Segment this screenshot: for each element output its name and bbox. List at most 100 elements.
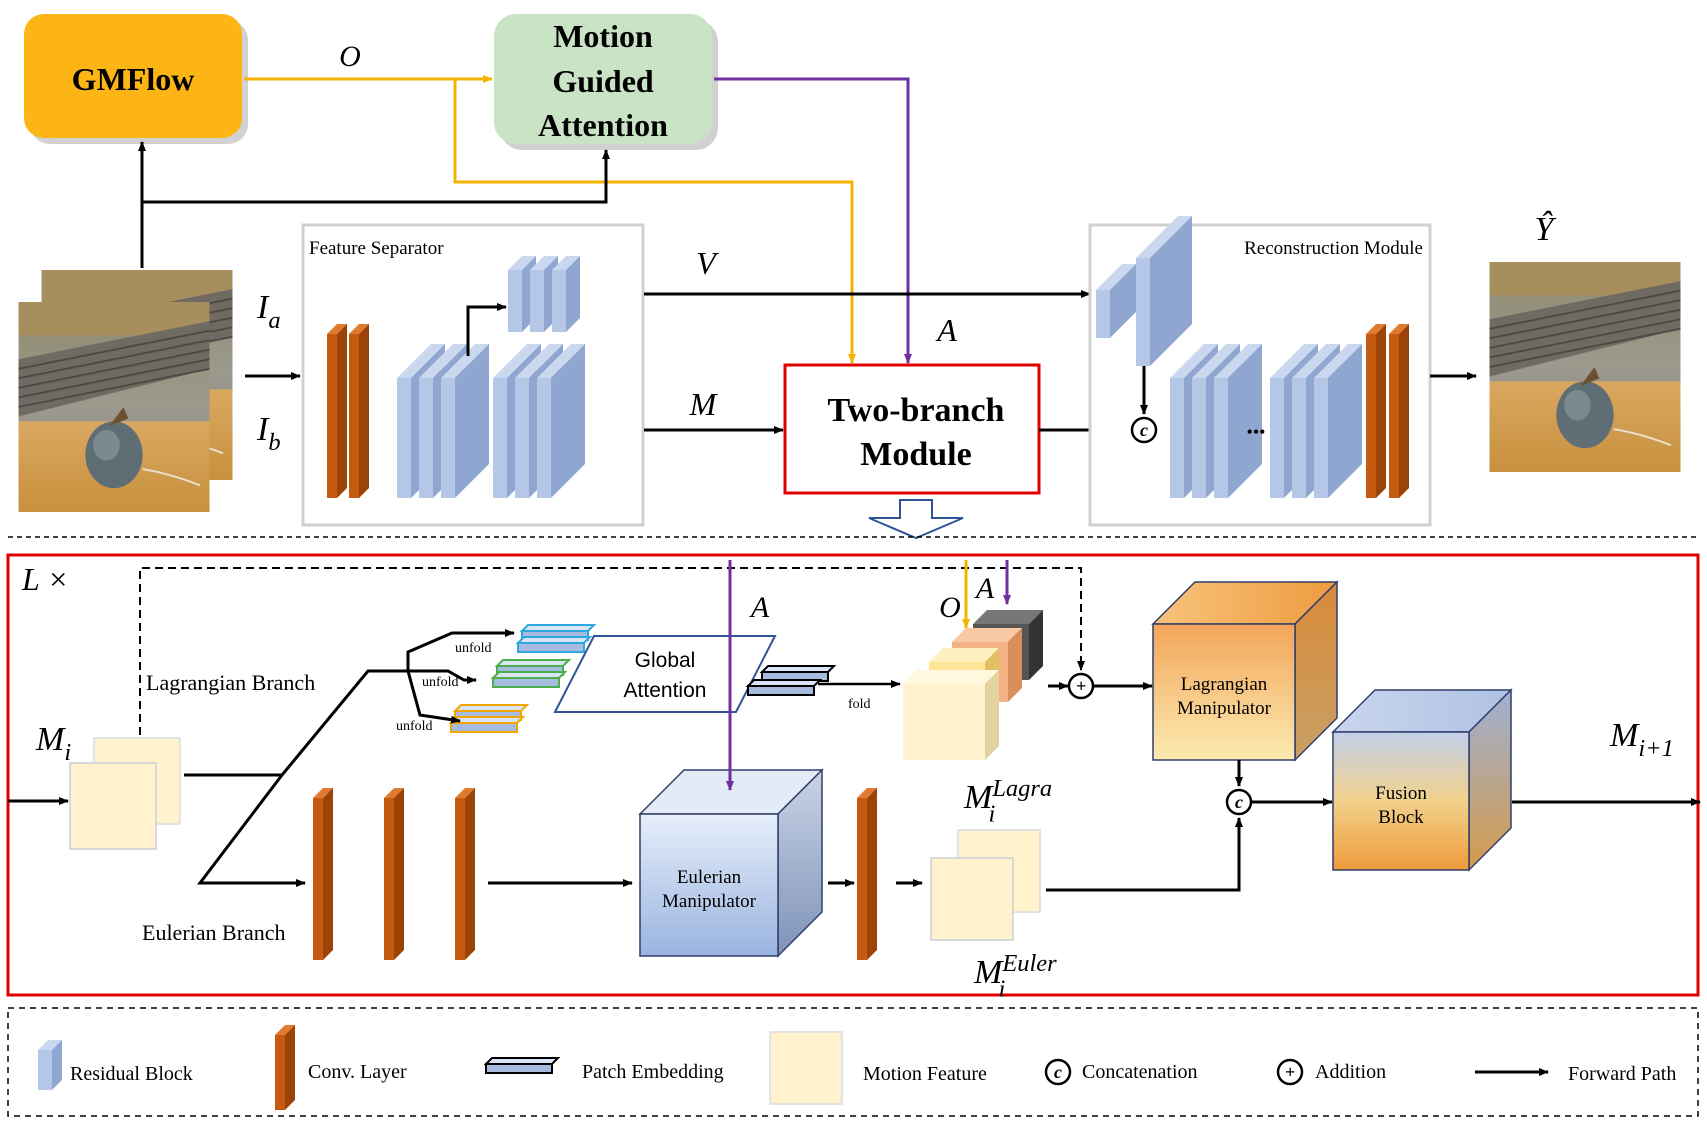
arrow-input-to-mga [142,149,610,204]
arrow-a-to-two-branch [714,77,912,364]
patch-embedding [448,716,526,733]
skip-connection [139,567,1085,735]
patch-embedding [515,636,593,653]
v-label: V [696,245,719,281]
legend-conv-label: Conv. Layer [308,1061,407,1083]
residual-block [1136,216,1192,366]
gmflow-box: GMFlow [24,14,248,144]
output-frame [1488,262,1682,472]
conv-layer [1389,324,1409,498]
legend-forward-label: Forward Path [1568,1063,1676,1085]
feature-separator-label: Feature Separator [309,238,444,259]
fold-label: fold [848,697,871,712]
addition-node-symbol: + [1076,676,1086,696]
patch-embedding [490,671,568,688]
concat-node: c [1130,416,1158,444]
legend-patch-label: Patch Embedding [582,1061,724,1083]
residual-block [1314,344,1362,498]
a-label-detail-top: A [974,572,995,605]
o-label: O [339,40,361,73]
patch-embedding [519,624,597,641]
conv-layer [455,788,475,960]
eulerian-manipulator-label-2: Manipulator [662,891,757,912]
mga-label-1: Motion [553,18,653,54]
legend-concat-icon: c [1044,1058,1072,1086]
mga-label-3: Attention [538,107,668,143]
residual-block [1214,344,1262,498]
reconstruction-module-panel: Reconstruction Module••• [1088,216,1432,527]
reconstruction-label: Reconstruction Module [1244,238,1423,259]
motion-feature [930,857,1014,941]
input-ia: Ia [256,289,281,334]
conv-layer [1366,324,1386,498]
arrow-to-v-blocks [466,303,507,356]
feature-stack [903,610,1043,760]
conv-layer [857,788,877,960]
feature-separator-panel: Feature Separator [301,223,645,527]
lagrangian-manipulator-label-2: Manipulator [1177,698,1272,719]
repeat-label: L × [21,561,69,597]
branch-lagrangian-3 [406,670,461,724]
arrow-euler-feat-to-concat [1046,817,1243,892]
branch-lagrangian-2 [408,669,477,684]
addition-node: + [1067,672,1095,700]
residual-block [537,344,585,498]
concat-node-symbol: c [1235,792,1243,812]
branch-eulerian [196,774,306,887]
unfold-label: unfold [396,719,433,734]
fusion-block-label-1: Fusion [1375,783,1427,804]
lagrangian-branch-label: Lagrangian Branch [146,670,315,695]
legend-motion-label: Motion Feature [863,1063,987,1085]
a-label-detail: A [749,591,770,624]
feature-map [903,670,999,760]
patch-embedding [745,679,823,696]
gmflow-label: GMFlow [72,61,195,97]
output-label: Ŷ [1535,211,1557,248]
conv-layer [327,324,347,498]
legend-concat-icon-symbol: c [1054,1062,1062,1082]
legend-patch-icon [483,1057,561,1074]
concat-node-symbol: c [1140,420,1148,440]
conv-layer [349,324,369,498]
two-branch-label-1: Two-branch [828,392,1005,429]
legend-conv-icon [275,1025,295,1110]
global-attention-label-1: Global [635,649,696,672]
input-ib: Ib [256,411,281,456]
expand-arrow [868,499,964,540]
legend-add-icon-symbol: + [1285,1062,1295,1082]
legend: Residual Block Conv. Layer Patch Embedding… [7,1007,1699,1117]
concat-node: c [1225,788,1253,816]
arrow-o-to-two-branch [453,79,856,364]
m-label: M [689,386,719,422]
global-attention-label-2: Attention [624,679,707,702]
mi-next-label: Mi+1 [1609,717,1674,762]
lagrangian-manipulator-label-1: Lagrangian [1181,674,1268,695]
residual-block [441,344,489,498]
fusion-block-label-2: Block [1378,807,1424,828]
eulerian-manipulator-label-1: Eulerian [677,867,742,888]
residual-block [552,256,580,332]
legend-addition-label: Addition [1315,1061,1386,1083]
o-label-detail: O [939,591,961,624]
mi-label: Mi [35,721,71,766]
unfold-label: unfold [455,641,492,656]
legend-residual-icon [38,1040,62,1090]
legend-residual-label: Residual Block [70,1063,193,1085]
legend-motion-icon [769,1031,843,1105]
legend-add-icon: + [1276,1058,1304,1086]
legend-concat-label: Concatenation [1082,1061,1198,1083]
two-branch-label-2: Module [860,436,971,473]
residual-block [1096,264,1136,338]
a-label: A [935,312,957,348]
eulerian-branch-label: Eulerian Branch [142,920,286,945]
patch-embedding [759,665,837,682]
conv-layer [313,788,333,960]
